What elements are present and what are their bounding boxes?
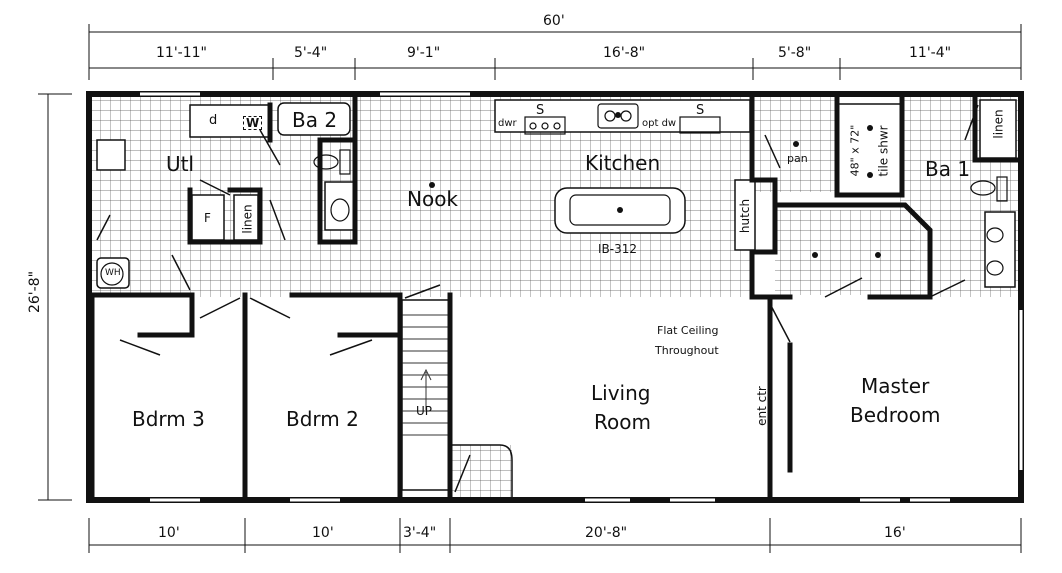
room-master-line2: Bedroom xyxy=(850,403,941,427)
hutch-label: hutch xyxy=(738,198,753,234)
top-dim-5: 5'-8" xyxy=(778,45,812,61)
kitchen-appliances xyxy=(100,103,1008,286)
room-bedroom-2: Bdrm 2 xyxy=(286,407,359,431)
exterior-walls xyxy=(86,91,1024,503)
interior-walls xyxy=(89,94,1021,500)
sink-left-label: S xyxy=(536,103,545,118)
dimension-lines xyxy=(38,24,1022,553)
bottom-dim-5: 16' xyxy=(884,525,906,541)
water-heater-label: WH xyxy=(105,268,121,278)
pantry-label: pan xyxy=(787,152,808,165)
bottom-dim-1: 10' xyxy=(158,525,180,541)
sink-right-label: S xyxy=(696,103,705,118)
top-dim-6: 11'-4" xyxy=(909,45,952,61)
room-bedroom-3: Bdrm 3 xyxy=(132,407,205,431)
bottom-dim-4: 20'-8" xyxy=(585,525,628,541)
room-master-line1: Master xyxy=(861,374,930,398)
windows xyxy=(140,92,1023,502)
room-kitchen: Kitchen xyxy=(585,151,661,175)
dishwasher-label: dwr xyxy=(498,118,517,129)
ceiling-note-line1: Flat Ceiling xyxy=(657,324,719,337)
stairs-label: UP xyxy=(416,404,433,418)
room-living-line1: Living xyxy=(591,381,651,405)
top-dim-3: 9'-1" xyxy=(407,45,441,61)
furnace-label: F xyxy=(204,211,211,225)
shower-label: tile shwr xyxy=(876,125,891,177)
bottom-dim-2: 10' xyxy=(312,525,334,541)
top-dim-1: 11'-11" xyxy=(156,45,207,61)
top-dim-4: 16'-8" xyxy=(603,45,646,61)
overall-width-label: 60' xyxy=(543,13,565,29)
overall-depth-label: 26'-8" xyxy=(27,270,44,314)
linen-bath1-label: linen xyxy=(991,109,1006,139)
room-nook: Nook xyxy=(407,187,459,211)
door-swings xyxy=(96,104,979,497)
shower-size-label: 48" x 72" xyxy=(848,124,862,177)
fixture-dots xyxy=(429,112,881,258)
room-bath-2: Ba 2 xyxy=(292,108,338,132)
room-utility: Utl xyxy=(166,152,195,176)
entertainment-center-label: ent ctr xyxy=(754,386,769,426)
linen-utility-label: linen xyxy=(240,204,255,234)
island-label: IB-312 xyxy=(598,242,638,256)
ceiling-note-line2: Throughout xyxy=(655,344,719,357)
bottom-dim-3: 3'-4" xyxy=(403,525,437,541)
washer-label: W xyxy=(243,116,263,130)
stairs xyxy=(402,314,450,436)
fixture-backgrounds xyxy=(96,99,1017,491)
dryer-label: d xyxy=(209,113,218,128)
room-bath-1: Ba 1 xyxy=(925,157,971,181)
optional-dishwasher-label: opt dw xyxy=(642,118,677,129)
room-living-line2: Room xyxy=(594,410,651,434)
top-dim-2: 5'-4" xyxy=(294,45,328,61)
